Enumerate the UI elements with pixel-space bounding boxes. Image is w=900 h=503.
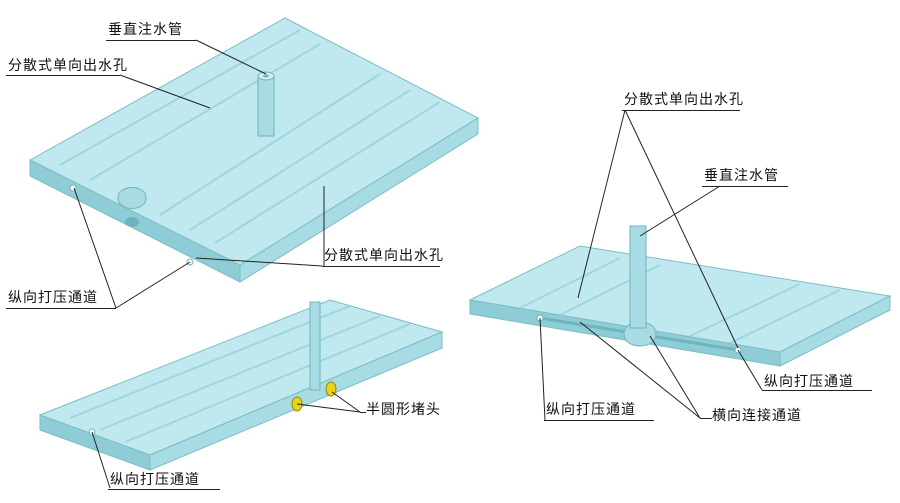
vertical-pipe bbox=[309, 301, 321, 391]
leader-lines bbox=[73, 39, 763, 489]
label-channel-top-left: 纵向打压通道 bbox=[8, 290, 98, 306]
label-outlet-top-left: 分散式单向出水孔 bbox=[8, 58, 128, 74]
label-transverse-channel: 横向连接通道 bbox=[712, 408, 802, 424]
vertical-pipe bbox=[257, 75, 275, 137]
label-vertical-pipe-right: 垂直注水管 bbox=[704, 168, 779, 184]
label-outlet-top-mid: 分散式单向出水孔 bbox=[324, 248, 444, 264]
label-channel-right-b: 纵向打压通道 bbox=[546, 402, 636, 418]
label-vertical-pipe-top: 垂直注水管 bbox=[108, 22, 183, 38]
label-outlet-right: 分散式单向出水孔 bbox=[624, 92, 744, 108]
vertical-pipe-bore bbox=[263, 74, 269, 78]
label-underline bbox=[6, 308, 116, 309]
label-underline bbox=[622, 110, 740, 111]
strip-side-face bbox=[779, 295, 891, 367]
center-bulb-hole bbox=[125, 217, 139, 227]
label-underline bbox=[544, 420, 654, 421]
label-channel-right-a: 纵向打压通道 bbox=[764, 374, 854, 390]
label-underline bbox=[700, 418, 712, 419]
vertical-pipe bbox=[629, 225, 647, 329]
label-underline bbox=[360, 412, 366, 413]
label-underline bbox=[6, 75, 120, 76]
strip-ribs bbox=[69, 305, 411, 443]
strip-side-face bbox=[239, 117, 479, 283]
waterstop-bottom-left bbox=[38, 299, 444, 471]
label-underline bbox=[108, 489, 220, 490]
label-underline bbox=[322, 266, 440, 267]
label-underline bbox=[702, 186, 788, 187]
label-underline bbox=[762, 390, 872, 391]
waterstop-right bbox=[468, 225, 892, 367]
center-bulb bbox=[117, 187, 147, 209]
waterstop-upper-left bbox=[28, 17, 480, 283]
label-channel-bottom-left: 纵向打压通道 bbox=[110, 472, 200, 488]
label-underline bbox=[106, 40, 196, 41]
label-plug-bottom: 半圆形堵头 bbox=[366, 402, 441, 418]
